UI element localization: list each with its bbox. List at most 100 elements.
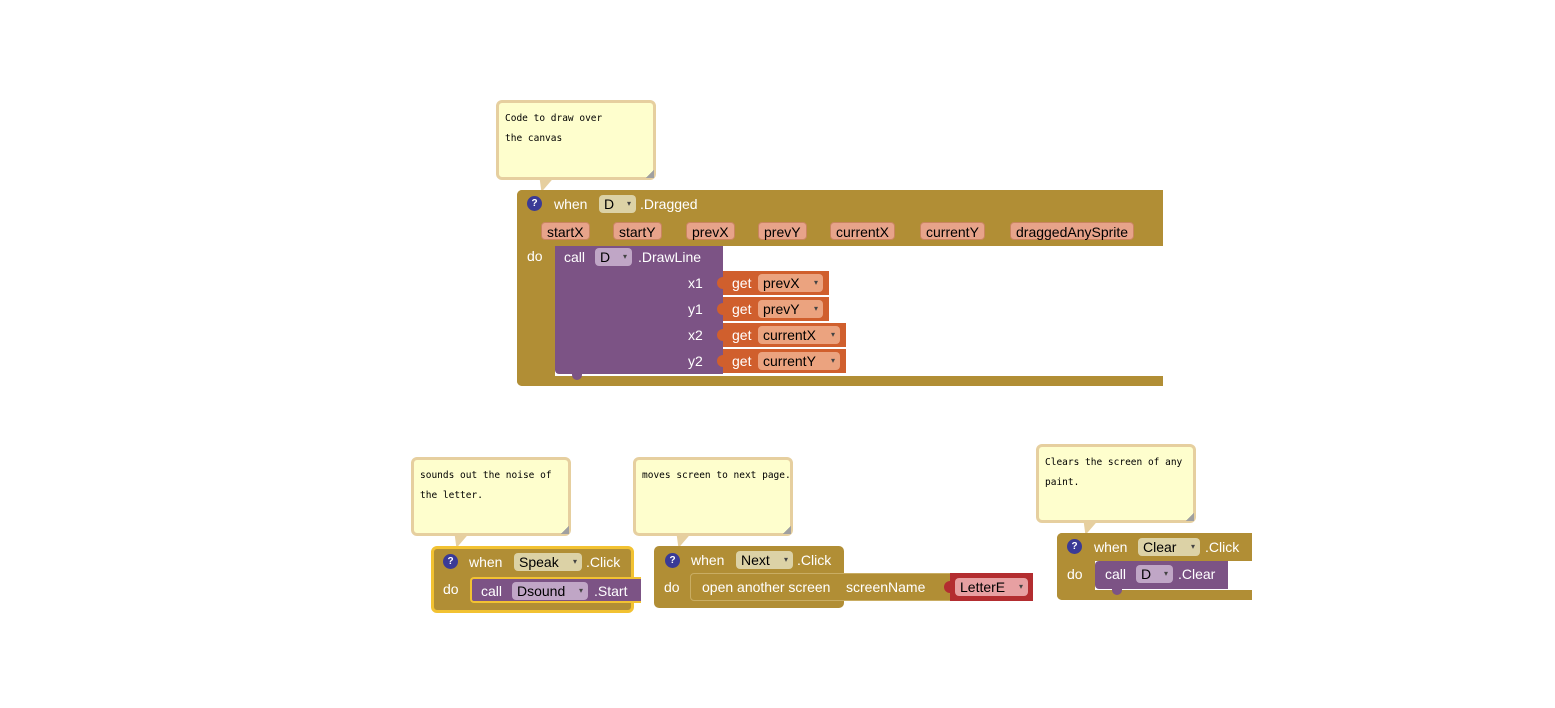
chevron-down-icon: ▾ [572, 557, 577, 566]
comment-clear[interactable]: Clears the screen of any paint. [1036, 444, 1196, 523]
event-name: .Click [586, 554, 621, 570]
method-name: .DrawLine [638, 249, 702, 265]
event-footer [1057, 590, 1252, 600]
var-dropdown[interactable]: currentY ▾ [758, 352, 840, 370]
get-currentX-block[interactable]: get currentX ▾ [717, 323, 846, 347]
chevron-down-icon: ▾ [783, 555, 788, 564]
next-connector [572, 372, 582, 380]
chevron-down-icon: ▾ [578, 586, 583, 595]
drawline-call-block[interactable]: call D ▾ .DrawLine x1 y1 x2 y2 [555, 246, 723, 380]
help-icon[interactable]: ? [1067, 539, 1082, 554]
param-currentX[interactable]: currentX [830, 222, 895, 240]
get-label: get [732, 327, 752, 343]
get-label: get [732, 353, 752, 369]
param-prevY[interactable]: prevY [758, 222, 807, 240]
event-name: .Click [797, 552, 832, 568]
chevron-down-icon: ▾ [830, 356, 835, 365]
event-footer [517, 376, 1163, 386]
chevron-down-icon: ▾ [1018, 582, 1023, 591]
comment-text[interactable]: Clears the screen of any paint. [1045, 457, 1183, 488]
comment-text[interactable]: sounds out the noise of the letter. [420, 470, 552, 501]
call-component-dropdown[interactable]: D ▾ [1136, 565, 1173, 583]
resize-handle[interactable] [561, 526, 569, 534]
call-component-dropdown[interactable]: D ▾ [595, 248, 632, 266]
output-connector [717, 355, 723, 367]
when-label: when [1094, 539, 1128, 555]
arg-label-x1: x1 [688, 275, 703, 291]
component-value: Speak [519, 554, 559, 570]
chevron-down-icon: ▾ [622, 252, 627, 261]
chevron-down-icon: ▾ [813, 278, 818, 287]
arg-label-x2: x2 [688, 327, 703, 343]
var-value: currentX [763, 327, 816, 343]
call-label: call [481, 583, 503, 599]
get-currentY-block[interactable]: get currentY ▾ [717, 349, 846, 373]
dragged-event-block[interactable]: ? when D ▾ .Dragged startX startY prevX … [517, 190, 1163, 386]
call-label: call [1105, 566, 1127, 582]
call-start-block[interactable]: call Dsound ▾ .Start [470, 577, 641, 603]
chevron-down-icon: ▾ [830, 330, 835, 339]
component-dropdown[interactable]: Next ▾ [736, 551, 793, 569]
event-left-arm [517, 190, 555, 386]
do-label: do [664, 579, 680, 595]
next-connector [1112, 587, 1122, 595]
get-prevX-block[interactable]: get prevX ▾ [717, 271, 829, 295]
call-component-value: D [600, 249, 611, 265]
param-prevX[interactable]: prevX [686, 222, 735, 240]
component-dropdown[interactable]: D ▾ [599, 195, 636, 213]
method-name: .Clear [1178, 566, 1216, 582]
get-label: get [732, 301, 752, 317]
var-value: prevY [763, 301, 800, 317]
event-name: .Click [1205, 539, 1240, 555]
resize-handle[interactable] [646, 170, 654, 178]
help-icon[interactable]: ? [665, 553, 680, 568]
resize-handle[interactable] [783, 526, 791, 534]
var-value: prevX [763, 275, 800, 291]
arg-label-y2: y2 [688, 353, 703, 369]
action-label: open another screen [702, 579, 831, 595]
clear-click-block[interactable]: ? when Clear ▾ .Click do call D ▾ .Clear [1057, 533, 1252, 600]
component-dropdown[interactable]: Speak ▾ [514, 553, 582, 571]
param-draggedAnySprite[interactable]: draggedAnySprite [1010, 222, 1135, 240]
var-dropdown[interactable]: prevX ▾ [758, 274, 823, 292]
comment-speak[interactable]: sounds out the noise of the letter. [411, 457, 571, 536]
comment-next[interactable]: moves screen to next page. [633, 457, 793, 536]
help-icon[interactable]: ? [527, 196, 542, 211]
component-dropdown[interactable]: Clear ▾ [1138, 538, 1200, 556]
chevron-down-icon: ▾ [1163, 569, 1168, 578]
comment-text[interactable]: Code to draw over the canvas [505, 113, 603, 144]
get-prevY-block[interactable]: get prevY ▾ [717, 297, 829, 321]
var-dropdown[interactable]: currentX ▾ [758, 326, 840, 344]
var-dropdown[interactable]: prevY ▾ [758, 300, 823, 318]
help-icon[interactable]: ? [443, 554, 458, 569]
chevron-down-icon: ▾ [626, 199, 631, 208]
param-label: screenName [846, 579, 926, 595]
output-connector [717, 303, 723, 315]
when-label: when [691, 552, 725, 568]
do-label: do [1067, 566, 1083, 582]
param-currentY[interactable]: currentY [920, 222, 985, 240]
do-label: do [443, 581, 459, 597]
component-value: Next [741, 552, 770, 568]
output-connector [717, 277, 723, 289]
param-startX[interactable]: startX [541, 222, 590, 240]
var-value: currentY [763, 353, 816, 369]
call-component-value: Dsound [517, 583, 566, 599]
screen-name-block[interactable]: LetterE ▾ [944, 573, 1033, 601]
call-component-dropdown[interactable]: Dsound ▾ [512, 582, 588, 600]
speak-click-block[interactable]: ? when Speak ▾ .Click do call Dsound ▾ .… [431, 546, 641, 613]
screen-value: LetterE [960, 579, 1006, 595]
arg-label-y1: y1 [688, 301, 703, 317]
call-component-value: D [1141, 566, 1152, 582]
comment-dragged[interactable]: Code to draw over the canvas [496, 100, 656, 180]
call-label: call [564, 249, 586, 265]
open-screen-block[interactable]: open another screen screenName [690, 573, 952, 601]
param-startY[interactable]: startY [613, 222, 662, 240]
output-connector [944, 581, 950, 593]
get-label: get [732, 275, 752, 291]
screen-dropdown[interactable]: LetterE ▾ [955, 578, 1028, 596]
call-clear-block[interactable]: call D ▾ .Clear [1095, 561, 1228, 595]
event-name: .Dragged [640, 196, 698, 212]
resize-handle[interactable] [1186, 513, 1194, 521]
comment-text[interactable]: moves screen to next page. [642, 470, 791, 481]
